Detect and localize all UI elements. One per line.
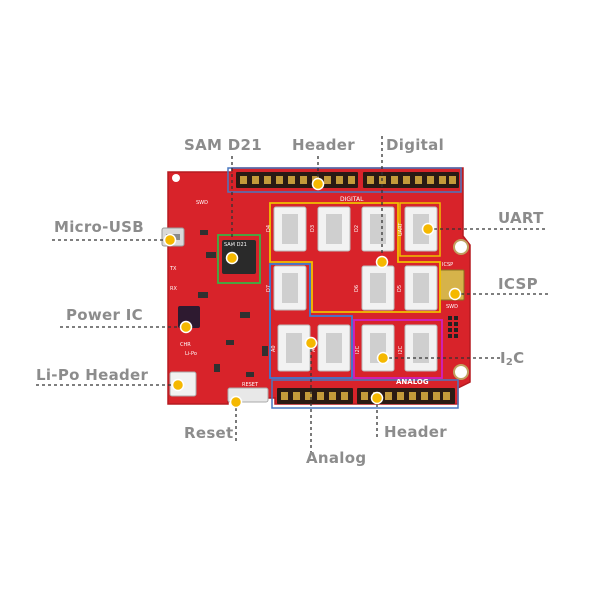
grove-label: A0: [271, 345, 277, 352]
label-icsp: ICSP: [498, 275, 538, 293]
marker-i2c: [376, 351, 390, 365]
label-uart: UART: [498, 209, 544, 227]
marker-digital: [375, 255, 389, 269]
label-header-bottom: Header: [384, 423, 447, 441]
header-top-right: [363, 172, 459, 188]
marker-reset: [229, 395, 243, 409]
grove-label: D3: [310, 225, 316, 232]
header-top-outline: [227, 167, 462, 193]
grove-label: D2: [354, 225, 360, 232]
silk-analog: ANALOG: [396, 378, 429, 386]
marker-icsp: [448, 287, 462, 301]
silk-swd-right: SWD: [446, 304, 458, 310]
marker-header-top: [311, 177, 325, 191]
grove-label: I2C: [355, 345, 361, 354]
silk-rx: RX: [170, 286, 177, 292]
grove-label: D4: [266, 225, 272, 232]
marker-uart: [421, 222, 435, 236]
i2c-outline: [353, 319, 443, 379]
label-i2c-prefix: I: [500, 349, 506, 367]
grove-label: UART: [398, 222, 404, 236]
grove-label: A1: [311, 345, 317, 352]
silk-lipo: Li-Po: [185, 351, 197, 357]
grove-label: D6: [354, 285, 360, 292]
label-lipo-header: Li-Po Header: [36, 366, 149, 384]
marker-header-bottom: [370, 391, 384, 405]
silk-digital: DIGITAL: [340, 196, 364, 203]
marker-micro-usb: [163, 233, 177, 247]
label-i2c-sub: 2: [505, 357, 514, 368]
label-micro-usb: Micro-USB: [54, 218, 145, 236]
marker-lipo: [171, 378, 185, 392]
mount-hole: [453, 364, 469, 380]
label-reset: Reset: [184, 424, 234, 442]
label-analog: Analog: [306, 449, 367, 467]
sam-d21-outline: [217, 234, 261, 284]
grove-label: I2C: [398, 345, 404, 354]
silk-chip: SAM D21: [224, 242, 247, 248]
digital-outline: [269, 202, 441, 313]
swd-pins: [448, 316, 458, 338]
silk-reset: RESET: [242, 382, 259, 388]
grove-label: D7: [266, 285, 272, 292]
marker-power-ic: [179, 320, 193, 334]
silk-tx: TX: [169, 266, 177, 272]
label-sam-d21: SAM D21: [184, 136, 262, 154]
leader-lines: [36, 136, 548, 452]
analog-outline: [269, 263, 353, 379]
mount-hole: [172, 174, 180, 182]
silk-swd-top: SWD: [196, 200, 208, 206]
grove-label: D5: [397, 285, 403, 292]
header-bottom-outline: [271, 379, 459, 409]
label-i2c: I2C: [500, 349, 524, 368]
silk-chr: CHR: [180, 342, 191, 348]
marker-sam-d21: [225, 251, 239, 265]
mount-hole: [453, 239, 469, 255]
label-i2c-suffix: C: [513, 349, 525, 367]
markers: [163, 177, 462, 409]
label-digital: Digital: [386, 136, 445, 154]
label-power-ic: Power IC: [66, 306, 143, 324]
silk-icsp: ICSP: [442, 262, 453, 268]
label-header-top: Header: [292, 136, 355, 154]
sam-d21-chip: [222, 240, 256, 274]
marker-analog: [304, 336, 318, 350]
